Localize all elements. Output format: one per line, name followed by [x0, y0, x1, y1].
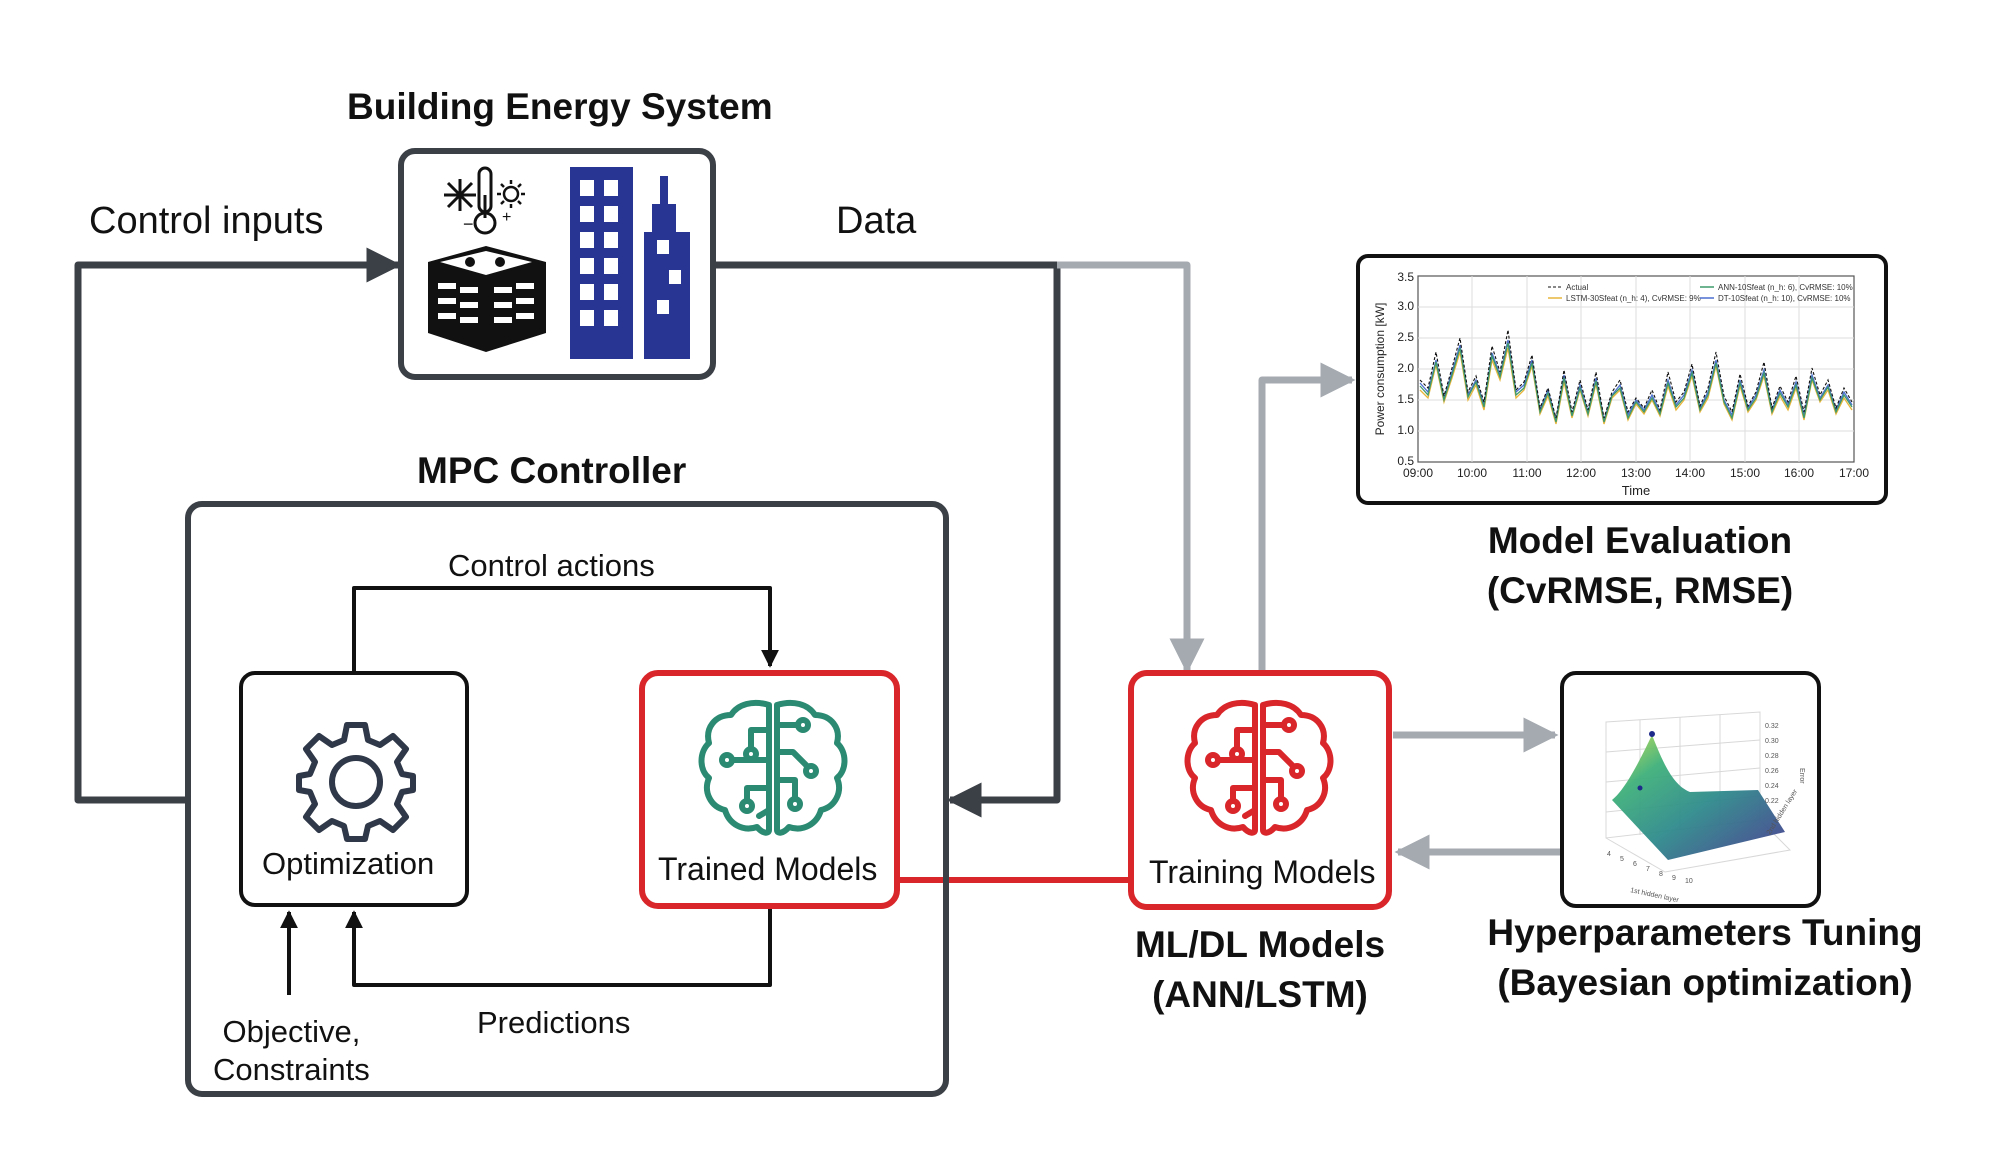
- control-inputs-arrow: [74, 247, 402, 804]
- tuning-ztick: 0.26: [1765, 768, 1779, 775]
- tuning-xtick: 5: [1620, 856, 1624, 863]
- tuning-xtick: 8: [1659, 871, 1663, 878]
- sample-point: [1637, 785, 1643, 791]
- ml-models-title: ML/DL Models (ANN/LSTM): [1120, 920, 1400, 1020]
- eval-ytick: 3.0: [1397, 299, 1414, 313]
- eval-ytick: 1.0: [1397, 423, 1414, 437]
- eval-xtick: 14:00: [1675, 466, 1705, 480]
- tuning-ztick: 0.28: [1765, 753, 1779, 760]
- optimization-box: [239, 671, 469, 907]
- tuning-xtick: 6: [1633, 861, 1637, 868]
- eval-xtick: 11:00: [1512, 466, 1541, 480]
- tuning-ztick: 0.30: [1765, 738, 1779, 745]
- brain-circuit-icon-green: [698, 699, 848, 836]
- model-evaluation-title-line2: (CvRMSE, RMSE): [1486, 570, 1794, 611]
- eval-xtick: 16:00: [1784, 466, 1814, 480]
- eval-legend-entry: ANN-10Sfeat (n_h: 6), CvRMSE: 10%: [1718, 283, 1853, 292]
- thermometer-icon: [473, 166, 497, 235]
- control-inputs-label: Control inputs: [89, 200, 324, 242]
- data-label: Data: [836, 200, 917, 242]
- hyperparameter-tuning-title: Hyperparameters Tuning (Bayesian optimiz…: [1470, 908, 1940, 1008]
- mpc-controller-title: MPC Controller: [417, 450, 687, 491]
- data-to-mpc-arrow: [714, 261, 1061, 818]
- control-actions-arrow: [352, 586, 779, 673]
- sun-icon: [497, 180, 525, 208]
- plus-sign: +: [502, 209, 511, 226]
- data-to-training-arrow: [1057, 261, 1205, 674]
- gear-icon: [296, 722, 416, 842]
- series-ann: [1419, 342, 1853, 423]
- eval-xtick: 09:00: [1403, 466, 1433, 480]
- predictions-arrow: [345, 906, 772, 987]
- objective-label-line1: Objective,: [222, 1014, 361, 1049]
- error-surface: [1612, 735, 1785, 860]
- office-building-icon: [570, 167, 633, 359]
- optimization-label: Optimization: [262, 846, 435, 881]
- predictions-label: Predictions: [477, 1005, 631, 1040]
- tuning-plot-box: [1560, 671, 1821, 908]
- eval-legend-entry: DT-10Sfeat (n_h: 10), CvRMSE: 10%: [1718, 294, 1851, 303]
- mpc-controller-box: [185, 501, 949, 1097]
- eval-ytick: 0.5: [1397, 454, 1414, 468]
- eval-xtick: 17:00: [1839, 466, 1869, 480]
- eval-ytick: 3.5: [1397, 270, 1414, 284]
- trained-models-label: Trained Models: [658, 851, 878, 887]
- series-dt: [1419, 339, 1853, 421]
- eval-xtick: 10:00: [1457, 466, 1487, 480]
- training-to-evaluation-arrow: [1258, 362, 1356, 673]
- series-actual: [1419, 329, 1853, 419]
- hyperparameter-tuning-title-line1: Hyperparameters Tuning: [1487, 912, 1923, 953]
- eval-xtick: 12:00: [1566, 466, 1596, 480]
- tuning-xtick: 7: [1646, 866, 1650, 873]
- eval-xlabel: Time: [1622, 483, 1650, 498]
- skyscraper-icon: [644, 176, 690, 359]
- hvac-unit-icon: [428, 246, 546, 352]
- optimum-point: [1649, 731, 1655, 737]
- eval-xtick: 13:00: [1621, 466, 1651, 480]
- eval-xtick: 15:00: [1730, 466, 1760, 480]
- tuning-xtick: 9: [1672, 875, 1676, 882]
- control-actions-label: Control actions: [448, 548, 655, 583]
- eval-ytick: 1.5: [1397, 392, 1414, 406]
- eval-legend-entry: LSTM-30Sfeat (n_h: 4), CvRMSE: 9%: [1566, 294, 1701, 303]
- ml-models-title-line1: ML/DL Models: [1134, 924, 1386, 965]
- tuning-ztick: 0.24: [1765, 783, 1779, 790]
- eval-ytick: 2.5: [1397, 330, 1414, 344]
- tuning-ztick: 0.22: [1765, 798, 1779, 805]
- eval-legend-entry: Actual: [1566, 283, 1588, 292]
- model-evaluation-title-line1: Model Evaluation: [1487, 520, 1793, 561]
- tuning-ztick: 0.32: [1765, 723, 1779, 730]
- objective-label: Objective, Constraints: [213, 1013, 370, 1089]
- brain-circuit-icon-red: [1184, 699, 1334, 836]
- hyperparameter-tuning-title-line2: (Bayesian optimization): [1497, 962, 1913, 1003]
- ml-models-title-line2: (ANN/LSTM): [1152, 974, 1368, 1015]
- evaluation-plot: 0.5 1.0 1.5 2.0 2.5 3.0 3.5 09:00 10:00 …: [1373, 270, 1869, 498]
- minus-sign: −: [463, 214, 474, 234]
- tuning-xtick: 10: [1685, 878, 1693, 885]
- eval-ytick: 2.0: [1397, 361, 1414, 375]
- snowflake-icon: [444, 179, 476, 211]
- tuning-xtick: 4: [1607, 851, 1611, 858]
- objective-label-line2: Constraints: [213, 1052, 370, 1087]
- tuning-zlabel: Error: [1798, 768, 1805, 784]
- training-models-label: Training Models: [1149, 854, 1376, 890]
- model-evaluation-title: Model Evaluation (CvRMSE, RMSE): [1440, 516, 1840, 616]
- eval-ylabel: Power consumption [kW]: [1373, 303, 1387, 436]
- building-title: Building Energy System: [347, 86, 773, 127]
